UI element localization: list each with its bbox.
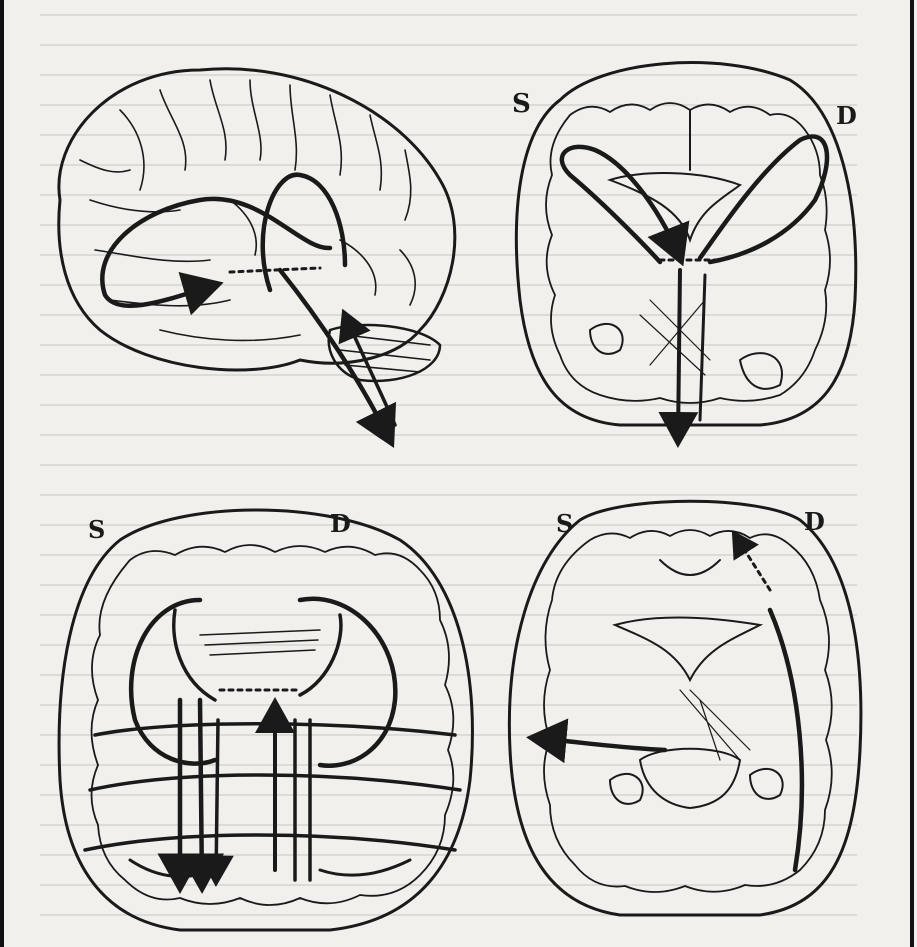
brain-outline [59,69,455,370]
descending-arrow [280,270,390,440]
section-bottom-left-label-right: D [330,509,351,538]
section-top-right [516,63,855,440]
right-loop [300,599,395,766]
lower-cross-right [320,860,410,875]
corpus-band [200,630,320,655]
fornix-band [615,618,760,681]
hippocampus-left [590,324,623,354]
horizontal-band-3 [85,835,455,850]
section-bottom-left [59,510,472,930]
section-bottom-right-label-right: D [804,507,825,536]
section-top-right-label-left: S [512,89,531,119]
scan-frame-left [0,0,4,947]
descending-arrow-left-2 [200,700,202,885]
dotted-link [230,268,320,272]
hippocampus-left [610,774,643,804]
section-outline [59,510,472,930]
section-bottom-left-label-left: S [88,515,105,544]
dotted-arrow-upper-right [735,535,770,590]
hippocampus-right [740,353,782,389]
descending-arrow-top-right [678,270,680,440]
section-bottom-right [509,501,861,915]
mid-loop-right [300,615,341,695]
right-loop-arrow [263,175,345,290]
upper-notch [660,560,720,575]
hippocampus-right [750,769,783,799]
lower-cross-left [130,860,210,877]
fan-fibers [640,300,710,375]
right-curve [770,610,802,870]
descending-arrow-left-3 [216,720,218,880]
section-top-right-label-right: D [836,101,857,130]
scan-frame-right [910,0,914,947]
section-bottom-right-label-left: S [556,509,573,538]
midbrain [640,749,740,808]
cortex-inner-wave [544,530,832,892]
lateral-brain-panel [59,69,455,440]
mid-loop-left [174,610,215,700]
descending-arrow-2-top-right [700,275,705,420]
section-outline [509,501,861,915]
left-arrow-outward [535,738,665,750]
